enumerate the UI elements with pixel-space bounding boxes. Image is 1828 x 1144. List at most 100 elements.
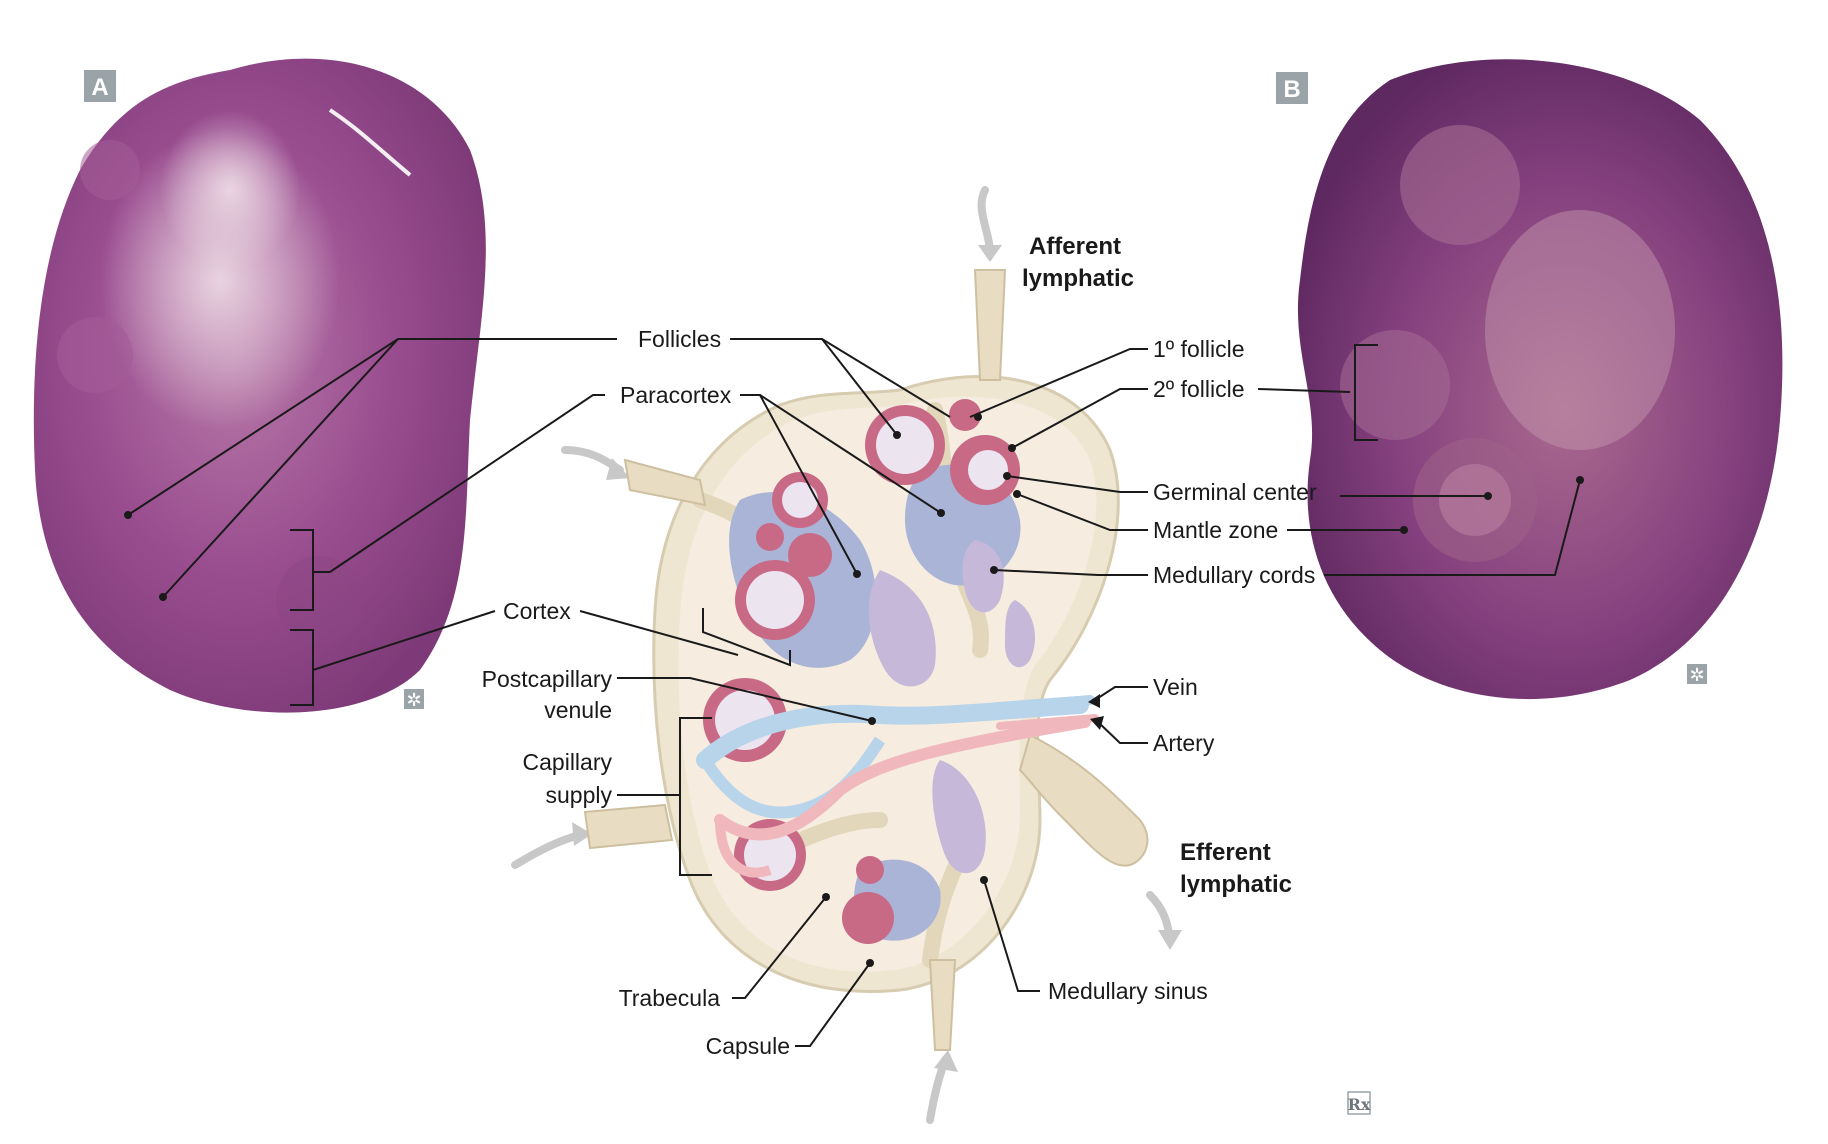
follicles-leader-b2 xyxy=(821,338,898,436)
capsule-leader xyxy=(795,962,871,1047)
postcapillary-venule-label-line2: venule xyxy=(544,697,612,723)
postcapillary-venule-label-line1: Postcapillary xyxy=(482,666,613,692)
paracortex-dot xyxy=(853,570,861,578)
cortex-bracket-b xyxy=(702,608,791,667)
capillary-network-arterial xyxy=(715,819,772,878)
capillary-supply-bracket xyxy=(679,717,712,876)
cortex-label: Cortex xyxy=(503,598,571,624)
histology-a-follicle xyxy=(57,317,133,393)
follicles-dot xyxy=(159,593,167,601)
medullary-cords-label: Medullary cords xyxy=(1153,562,1315,588)
panel-a-badge xyxy=(84,70,116,102)
paracortex-dot xyxy=(937,509,945,517)
afferent-lymphatic-label-line2: lymphatic xyxy=(1022,265,1134,292)
paracortex-bracket xyxy=(290,529,314,611)
medullary-sinus-label: Medullary sinus xyxy=(1048,978,1208,1004)
afferent-vessel-lower-left xyxy=(583,803,674,850)
panel-b-badge xyxy=(1276,72,1308,104)
mantle-zone-leader xyxy=(1016,493,1148,531)
paracortex-leader-a xyxy=(329,394,605,573)
capsule-label: Capsule xyxy=(706,1033,790,1059)
histology-a-crack xyxy=(328,108,412,177)
artery-leader xyxy=(1097,721,1148,744)
artery-label: Artery xyxy=(1153,730,1215,756)
trabecula-leader xyxy=(732,896,827,999)
mantle-zone-dot-b xyxy=(1400,526,1408,534)
medullary-cords-leader xyxy=(993,569,1148,576)
afferent-arrow-top-head xyxy=(978,245,1002,262)
capillary-network-arterial xyxy=(714,716,1091,841)
histology-a-follicle xyxy=(80,140,140,200)
vein-leader xyxy=(1094,686,1148,701)
histology-b-follicle xyxy=(1400,125,1520,245)
mantle-zone-label: Mantle zone xyxy=(1153,517,1278,543)
histology-panel-a: A ✲ xyxy=(33,58,486,713)
mantle-zone-dot xyxy=(1013,490,1021,498)
follicles-dot xyxy=(124,511,132,519)
paracortex-leader-b2 xyxy=(759,394,942,514)
svg-text:✲: ✲ xyxy=(1689,665,1704,686)
afferent-vessel-bottom xyxy=(928,959,957,1051)
follicle xyxy=(842,892,894,944)
capillary-network-venous xyxy=(699,736,885,819)
follicle xyxy=(756,523,784,551)
primary-follicle-label: 1º follicle xyxy=(1153,336,1245,362)
secondary-follicle-leader xyxy=(1011,388,1148,449)
germinal-center-dot xyxy=(1003,472,1011,480)
afferent-arrow-lower-left-head xyxy=(572,822,592,846)
postcapillary-venule-dot xyxy=(868,717,876,725)
secondary-follicle-label: 2º follicle xyxy=(1153,376,1245,402)
vein-vessel xyxy=(995,695,1095,713)
follicle xyxy=(772,472,828,528)
vein-arrowhead xyxy=(1088,694,1100,708)
medullary-cords-dot-b xyxy=(1576,476,1584,484)
histology-b-germinal-center xyxy=(1439,464,1511,536)
artery-vessel xyxy=(996,714,1099,730)
medullary-cord xyxy=(932,760,986,874)
rx-logo-text: Rx xyxy=(1348,1095,1371,1114)
follicle xyxy=(856,856,884,884)
follicle xyxy=(865,405,945,485)
vein-label: Vein xyxy=(1153,674,1198,700)
medullary-sinus-leader xyxy=(983,879,1040,992)
medullary-sinus-dot xyxy=(980,876,988,884)
rx-logo-icon: Rx xyxy=(1347,1091,1371,1115)
germinal-center-leader xyxy=(1006,475,1148,493)
asterisk-box-icon: ✲ xyxy=(404,689,424,711)
primary-follicle xyxy=(949,399,981,431)
secondary-follicle-bracket-b xyxy=(1354,344,1378,441)
medullary-cords-leader-b xyxy=(1324,479,1581,576)
follicle xyxy=(788,533,832,577)
lymph-node-schematic xyxy=(511,186,1182,1124)
cortex-bracket-a xyxy=(290,629,314,706)
medullary-cord xyxy=(1005,600,1035,668)
cortex-leader-a xyxy=(312,610,496,671)
labels: Afferent lymphatic Follicles Paracortex … xyxy=(482,233,1317,1059)
leader-lines xyxy=(124,338,1584,1047)
afferent-vessel-left xyxy=(623,458,707,507)
secondary-follicle-dot xyxy=(1008,444,1016,452)
efferent-vessel xyxy=(1018,733,1149,867)
histology-b-medulla xyxy=(1485,210,1675,450)
asterisk-box-icon: ✲ xyxy=(1687,664,1707,686)
panel-b-badge-text: B xyxy=(1283,76,1300,103)
afferent-vessel-top xyxy=(973,269,1007,381)
capillary-supply-label-line1: Capillary xyxy=(523,749,613,775)
trabecula-label: Trabecula xyxy=(619,985,721,1011)
medullary-cord xyxy=(962,540,1004,613)
histology-panel-b: B ✲ xyxy=(1276,59,1783,700)
medullary-cords-dot xyxy=(990,566,998,574)
secondary-follicle xyxy=(950,435,1020,505)
capsule-dot xyxy=(866,959,874,967)
efferent-arrow-head xyxy=(1158,930,1182,950)
follicle xyxy=(735,560,815,640)
afferent-lymphatic-label-line1: Afferent xyxy=(1029,233,1121,260)
secondary-follicle-leader-b xyxy=(1257,388,1351,393)
postcapillary-venule-leader xyxy=(617,677,873,722)
efferent-lymphatic-label-line1: Efferent xyxy=(1180,839,1271,866)
primary-follicle-leader xyxy=(969,348,1148,418)
afferent-arrow-lower-left xyxy=(511,831,584,869)
trabecula-dot xyxy=(822,893,830,901)
follicles-leader-a2 xyxy=(162,338,399,598)
